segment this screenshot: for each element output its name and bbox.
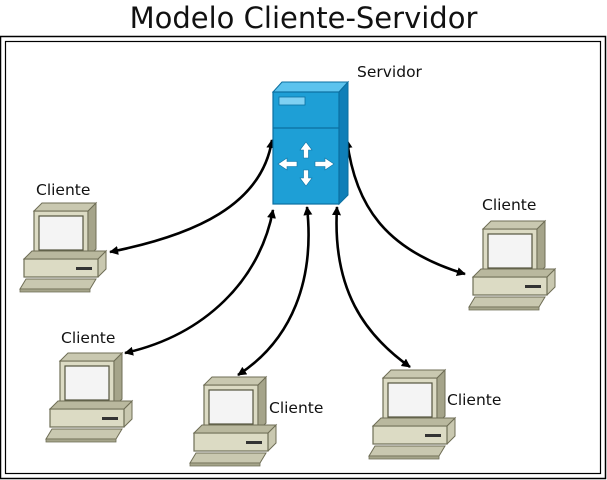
diagram-title: Modelo Cliente-Servidor — [129, 1, 478, 35]
client-computer-3: Cliente — [189, 376, 323, 467]
client-label: Cliente — [61, 329, 115, 347]
connection-arrow — [237, 206, 313, 377]
client-computer-1: Cliente — [19, 181, 107, 293]
client-label: Cliente — [36, 181, 90, 199]
connection-arrow — [332, 206, 411, 369]
client-label: Cliente — [269, 399, 323, 417]
client-computer-4: Cliente — [368, 369, 501, 460]
client-computer-2: Cliente — [45, 329, 133, 443]
connection-arrow — [343, 139, 466, 276]
server-label: Servidor — [357, 63, 423, 81]
client-label: Cliente — [447, 391, 501, 409]
server-icon — [271, 80, 350, 206]
client-computer-5: Cliente — [468, 196, 556, 311]
client-label: Cliente — [482, 196, 536, 214]
